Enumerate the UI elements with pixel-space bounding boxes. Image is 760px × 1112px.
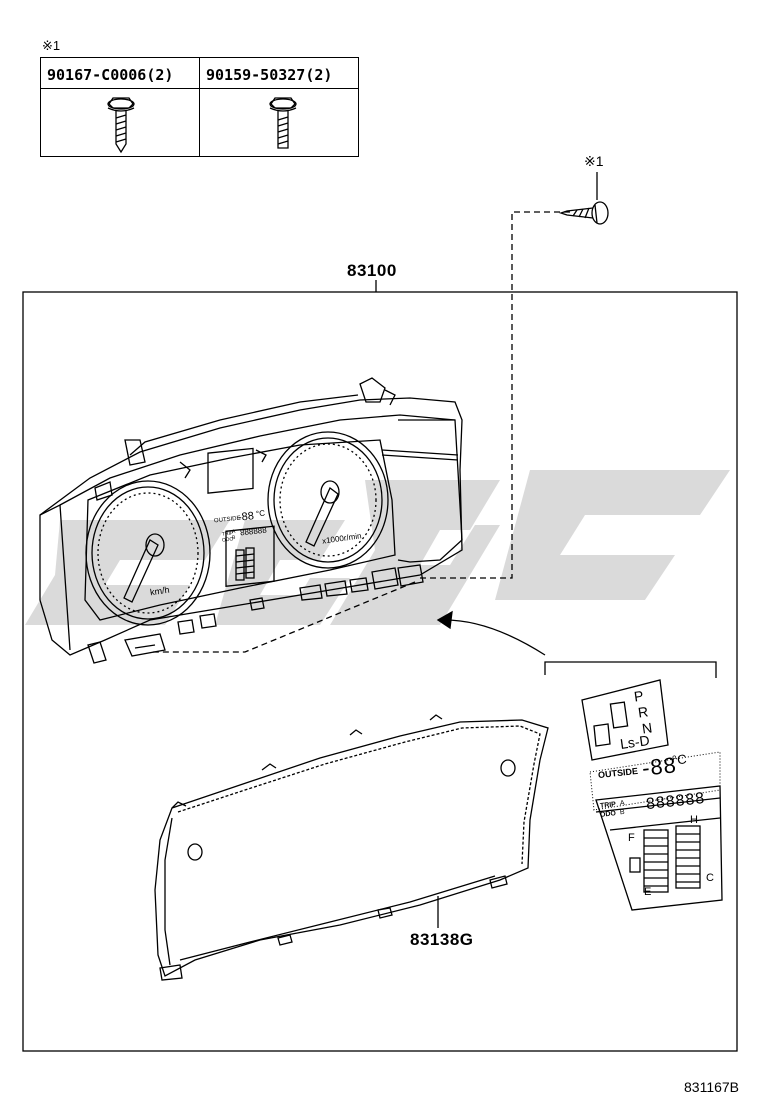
tapping-screw-icon xyxy=(107,97,135,154)
inset-temp-cold: C xyxy=(706,872,714,884)
inset-trip-b: B xyxy=(619,808,626,817)
assembly-group-frame xyxy=(22,291,738,1052)
inset-fuel-full: F xyxy=(628,832,635,844)
fastener-part-number-2: 90159-50327(2) xyxy=(206,66,333,84)
meter-temp-unit: °C xyxy=(255,508,266,519)
mounting-screw-icon xyxy=(558,172,609,225)
screw-dashed-leader xyxy=(418,211,570,579)
inset-fuel-empty: E xyxy=(644,886,652,898)
table-column-divider xyxy=(199,58,200,156)
inset-lower-display xyxy=(595,785,723,911)
screw-note-mark: ※1 xyxy=(584,153,604,169)
speedometer-dial xyxy=(85,480,211,626)
inset-temp-unit: °C xyxy=(671,751,688,768)
meter-assembly-callout: 83100 xyxy=(347,261,397,280)
fastener-part-number-1: 90167-C0006(2) xyxy=(47,66,174,84)
meter-outside-value: -88 xyxy=(237,510,255,524)
illustration-id: 831167B xyxy=(684,1079,740,1095)
glass-callout: 83138G xyxy=(410,930,474,949)
meter-glass xyxy=(154,719,549,977)
table-note-mark: ※1 xyxy=(42,38,61,53)
inset-trip-a: A xyxy=(619,799,626,808)
meter-trip-b: B xyxy=(231,534,236,542)
fastener-table: 90167-C0006(2) 90159-50327(2) xyxy=(40,57,359,157)
bolt-icon xyxy=(269,97,297,149)
meter-housing xyxy=(39,397,463,656)
inset-temp-hot: H xyxy=(690,814,698,826)
inset-gear-display xyxy=(581,679,669,761)
inset-gear-r: R xyxy=(636,703,650,721)
tachometer-dial xyxy=(267,431,389,569)
